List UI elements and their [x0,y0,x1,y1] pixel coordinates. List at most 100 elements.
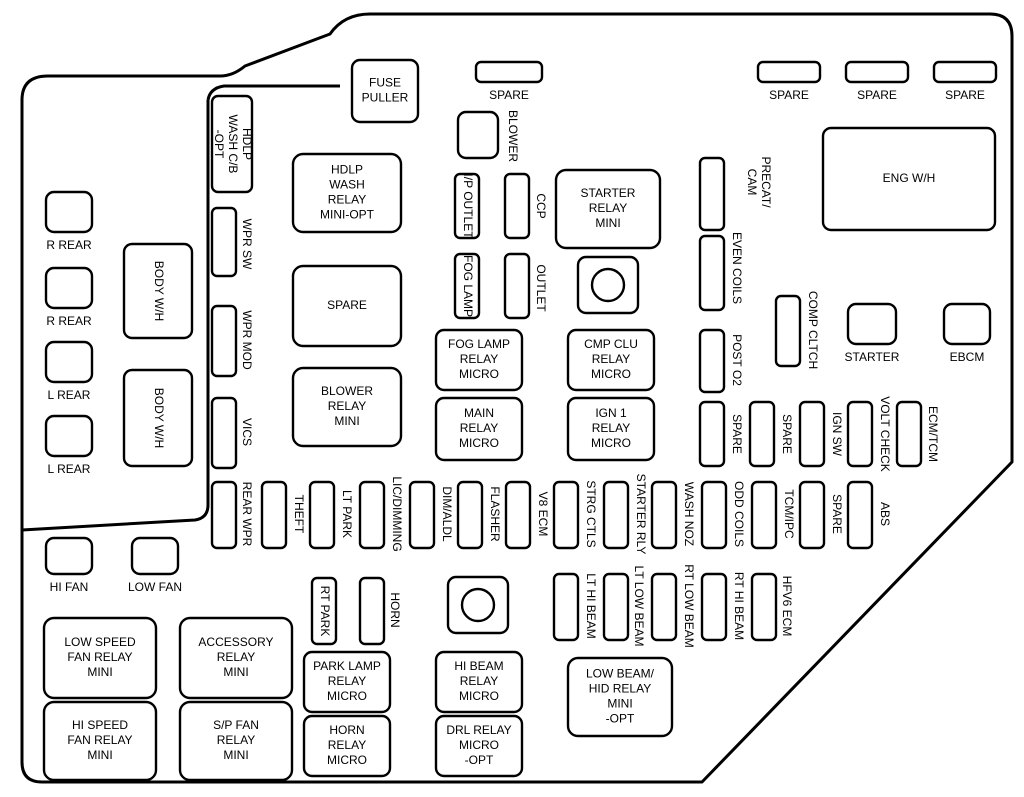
blower-relay-outline [291,366,403,448]
l-rear-1-outline [44,340,94,384]
park-lamp-relay-label-line: MICRO [327,689,367,703]
spare-fuse-row: SPARE [798,480,844,550]
blower-label: BLOWER [506,110,520,162]
fog-lamp-label: FOG LAMP [461,255,475,317]
low-beam-hid-relay-outline [566,656,674,738]
wpr-mod-label-line: WPR MOD [240,310,254,370]
dim-aldl: DIM/ALDL [408,480,454,550]
spare-mid-label-line: SPARE [327,298,367,312]
l-rear-1: L REAR [44,340,94,402]
spare-mid-label: SPARE [327,298,367,312]
sp-fan-relay-label-line: MINI [223,748,248,762]
rt-park-label: RT PARK [318,586,332,637]
vics-label: VICS [240,418,254,446]
fog-lamp: FOG LAMP [453,252,481,320]
r-rear-2-label: R REAR [46,314,92,328]
starter-rly-outline [602,480,630,550]
cmp-clu-relay-label-line: RELAY [592,352,630,366]
vics: VICS [210,396,254,470]
wpr-sw-label: WPR SW [240,219,254,270]
lt-low-beam-label: LT LOW BEAM [632,566,646,647]
theft-outline [260,480,288,550]
wash-noz: WASH NOZ [650,480,696,550]
starter-outline [846,302,898,346]
drl-relay-label-line: DRL RELAY [446,723,511,737]
lt-park: LT PARK [308,480,354,550]
park-lamp-relay-label-line: PARK LAMP [313,659,381,673]
lt-hi-beam-label-line: LT HI BEAM [584,573,598,639]
post-o2-label: POST O2 [730,334,744,386]
l-rear-2-label: L REAR [48,462,91,476]
volt-check-outline [846,400,874,468]
l-rear-1-label-line: L REAR [48,388,91,402]
ign1-relay-label-line: MICRO [591,436,631,450]
main-relay-label-line: RELAY [460,421,498,435]
starter-relay-label-line: RELAY [589,201,627,215]
horn: HORN [358,576,402,646]
post-o2-outline [698,328,726,394]
outlet-outline [503,252,531,320]
starter-relay-label-line: STARTER [581,186,636,200]
l-rear-2-outline [44,414,94,458]
starter-relay-outline [554,168,662,250]
rt-hi-beam: RT HI BEAM [700,572,746,642]
lt-park-label-line: LT PARK [340,490,354,538]
outlet: OUTLET [503,252,548,320]
ign-sw-label-line: IGN SW [830,412,844,457]
hdlp-wash-relay-label-line: WASH [329,178,365,192]
starter-rly: STARTER RLY [602,474,648,554]
wpr-sw-outline [210,206,238,278]
wash-noz-label: WASH NOZ [682,482,696,546]
spare-top-1-outline [474,60,544,84]
blower: BLOWER [456,110,520,162]
ecm-tcm-label-line: ECM/TCM [926,406,940,462]
rt-hi-beam-label-line: RT HI BEAM [732,572,746,640]
tcm-ipc-label: TCM/IPC [782,489,796,539]
r-rear-1-outline [44,190,94,234]
post-o2: POST O2 [698,328,744,394]
drl-relay-label-line: MICRO [459,738,499,752]
theft: THEFT [260,480,306,550]
low-speed-fan-relay-label-line: FAN RELAY [67,650,132,664]
precat-cam: PRECAT/CAM [698,156,773,232]
fog-lamp-label-line: FOG LAMP [461,255,475,317]
body-wh-2-label-line: BODY W/H [152,388,166,448]
horn-label-line: HORN [388,592,402,627]
round-relay-socket [446,575,510,635]
round-relay-socket [576,255,640,315]
hi-speed-fan-relay-outline [42,700,158,782]
horn-relay-outline [302,714,392,778]
blower-relay-label-line: BLOWER [321,384,373,398]
horn-label: HORN [388,592,402,627]
abs-label-line: ABS [878,502,892,526]
tcm-ipc-label-line: TCM/IPC [782,489,796,539]
ecm-tcm: ECM/TCM [895,400,940,468]
v8-ecm: V8 ECM [504,480,550,550]
rt-hi-beam-outline [700,572,728,642]
lt-park-label: LT PARK [340,490,354,538]
low-fan-label: LOW FAN [128,580,182,594]
flasher-outline [456,480,484,550]
spare-top-3-outline [844,60,910,84]
hdlp-wash-relay-outline [291,152,403,234]
starter-label: STARTER [845,350,900,364]
even-coils-outline [698,234,726,312]
fuse-box-outline [20,12,1014,784]
hdlp-wash-cb-label-line: -OPT [212,130,226,159]
spare-r1-outline [698,400,726,468]
wpr-mod: WPR MOD [210,304,254,378]
eng-wh-label-line: ENG W/H [883,171,936,185]
rt-park-outline [310,576,338,646]
l-rear-1-label: L REAR [48,388,91,402]
odd-coils: ODD COILS [700,480,746,550]
abs-outline [846,480,874,550]
low-beam-hid-relay-label-line: HID RELAY [589,682,651,696]
